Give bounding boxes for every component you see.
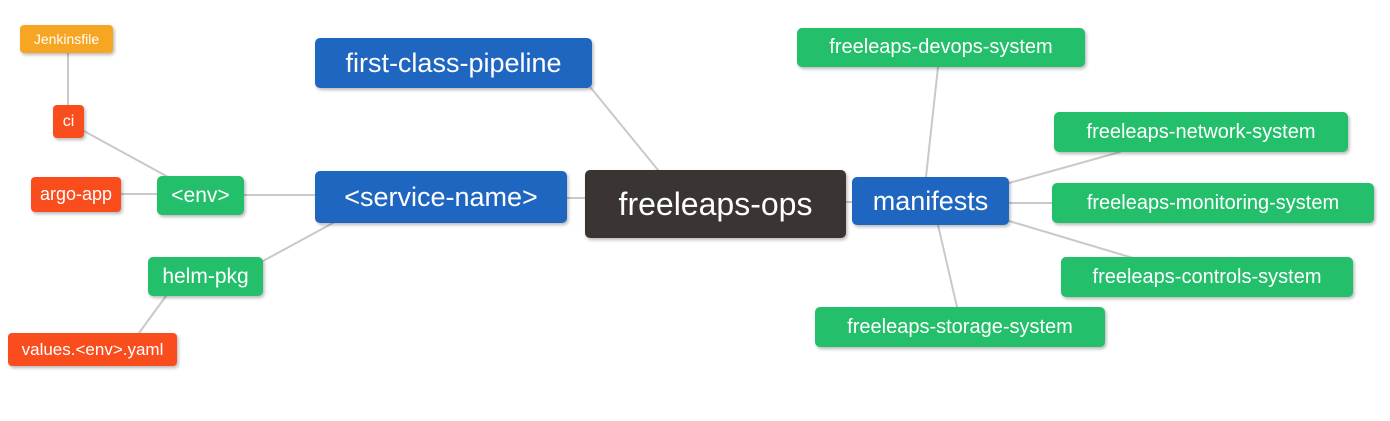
node-freeleaps-storage-system[interactable]: freeleaps-storage-system	[815, 307, 1105, 347]
node-manifests[interactable]: manifests	[852, 177, 1009, 225]
node-freeleaps-network-system[interactable]: freeleaps-network-system	[1054, 112, 1348, 152]
edge-helm-pkg-values-env-yaml	[138, 295, 167, 334]
node-freeleaps-ops-root[interactable]: freeleaps-ops	[585, 170, 846, 238]
node-values-env-yaml[interactable]: values.<env>.yaml	[8, 333, 177, 366]
node-service-name[interactable]: <service-name>	[315, 171, 567, 223]
node-freeleaps-monitoring-system[interactable]: freeleaps-monitoring-system	[1052, 183, 1374, 223]
edge-manifests-storage-system	[937, 224, 958, 308]
node-env[interactable]: <env>	[157, 176, 244, 215]
node-ci[interactable]: ci	[53, 105, 84, 138]
edge-manifests-network-system	[1008, 151, 1121, 184]
node-freeleaps-devops-system[interactable]: freeleaps-devops-system	[797, 28, 1085, 67]
node-jenkinsfile[interactable]: Jenkinsfile	[20, 25, 113, 53]
node-freeleaps-controls-system[interactable]: freeleaps-controls-system	[1061, 257, 1353, 297]
edge-ci-env	[83, 130, 169, 178]
node-argo-app[interactable]: argo-app	[31, 177, 121, 212]
edge-manifests-controls-system	[1008, 220, 1134, 259]
node-helm-pkg[interactable]: helm-pkg	[148, 257, 263, 296]
edge-helm-pkg-service-name	[262, 222, 334, 262]
edge-manifests-devops-system	[925, 66, 939, 178]
edge-first-class-pipeline-root	[590, 87, 659, 171]
node-first-class-pipeline[interactable]: first-class-pipeline	[315, 38, 592, 88]
